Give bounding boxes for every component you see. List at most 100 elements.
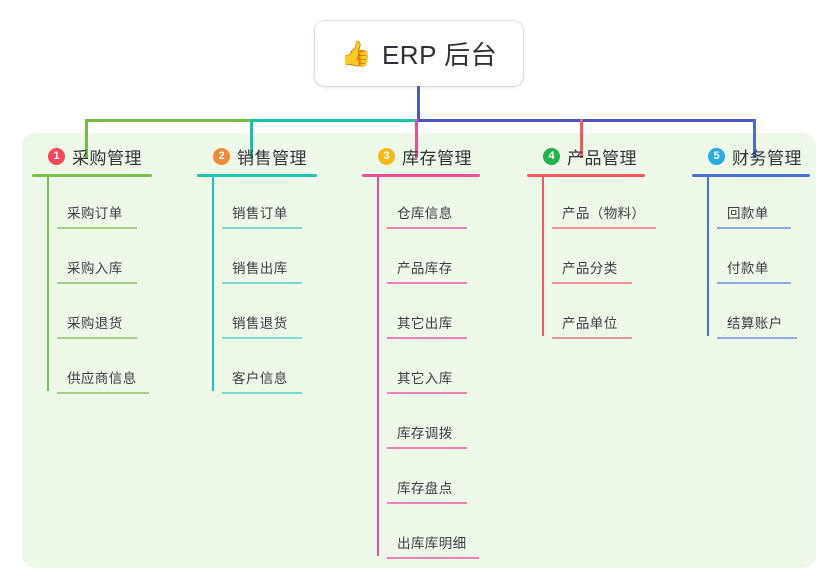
leaf-item[interactable]: 销售出库 <box>222 232 317 287</box>
trunk-segment-teal <box>252 119 418 122</box>
leaf-item[interactable]: 销售订单 <box>222 177 317 232</box>
leaf-label: 销售退货 <box>232 316 288 331</box>
leaf-label: 库存盘点 <box>397 481 453 496</box>
leaf-item[interactable]: 销售退货 <box>222 287 317 342</box>
leaf-label: 其它出库 <box>397 316 453 331</box>
leaf-item[interactable]: 采购入库 <box>57 232 152 287</box>
leaf-underline <box>717 282 791 284</box>
leaf-label: 付款单 <box>727 261 769 276</box>
leaf-label: 产品库存 <box>397 261 453 276</box>
leaf-label: 库存调拨 <box>397 426 453 441</box>
leaf-underline <box>387 282 467 284</box>
leaf-underline <box>387 447 467 449</box>
leaf-item[interactable]: 产品单位 <box>552 287 645 342</box>
leaf-label: 回款单 <box>727 206 769 221</box>
branch-underline <box>527 174 645 177</box>
branch-badge-4: 4 <box>543 147 560 165</box>
leaf-label: 产品单位 <box>562 316 618 331</box>
branch-label: 采购管理 <box>72 148 142 168</box>
leaf-underline <box>387 502 467 504</box>
branch-leaf-list: 回款单付款单结算账户 <box>692 177 810 342</box>
branch-leaf-list: 产品（物料） 产品分类产品单位 <box>527 177 656 342</box>
branch-header-4[interactable]: 4 产品管理 <box>527 144 645 168</box>
branch-leaf-list: 仓库信息产品库存其它出库其它入库库存调拨库存盘点出库库明细 <box>362 177 480 562</box>
leaf-label: 采购入库 <box>67 261 123 276</box>
trunk-segment-indigo <box>417 119 756 122</box>
branch-column-1[interactable]: 1 采购管理采购订单采购入库采购退货供应商信息 <box>32 144 152 397</box>
branch-badge-5: 5 <box>708 147 725 165</box>
leaf-label: 采购订单 <box>67 206 123 221</box>
drop-branch-4 <box>580 119 583 158</box>
leaf-underline <box>387 227 467 229</box>
leaf-item[interactable]: 其它入库 <box>387 342 480 397</box>
leaf-underline <box>222 392 302 394</box>
leaf-item[interactable]: 产品分类 <box>552 232 645 287</box>
branch-label: 销售管理 <box>237 148 307 168</box>
leaf-item[interactable]: 供应商信息 <box>57 342 152 397</box>
leaf-item[interactable]: 产品库存 <box>387 232 480 287</box>
branch-underline <box>197 174 317 177</box>
leaf-item[interactable]: 采购订单 <box>57 177 152 232</box>
branches-panel <box>22 133 816 568</box>
leaf-item[interactable]: 结算账户 <box>717 287 810 342</box>
branch-underline <box>362 174 480 177</box>
leaf-label: 供应商信息 <box>67 371 137 386</box>
root-node[interactable]: 👍 ERP 后台 <box>315 21 523 86</box>
leaf-label: 产品分类 <box>562 261 618 276</box>
leaf-label: 销售订单 <box>232 206 288 221</box>
branch-column-4[interactable]: 4 产品管理产品（物料） 产品分类产品单位 <box>527 144 656 342</box>
leaf-item[interactable]: 回款单 <box>717 177 810 232</box>
leaf-underline <box>222 282 302 284</box>
leaf-underline <box>57 227 137 229</box>
leaf-item[interactable]: 产品（物料） <box>552 177 656 232</box>
drop-branch-5 <box>753 119 756 158</box>
leaf-item[interactable]: 客户信息 <box>222 342 317 397</box>
leaf-underline <box>222 227 302 229</box>
leaf-label: 产品（物料） <box>562 206 646 221</box>
leaf-item[interactable]: 付款单 <box>717 232 810 287</box>
leaf-item[interactable]: 采购退货 <box>57 287 152 342</box>
root-stem <box>417 86 420 121</box>
drop-branch-2 <box>250 119 253 158</box>
leaf-underline <box>57 392 149 394</box>
leaf-label: 仓库信息 <box>397 206 453 221</box>
leaf-underline <box>57 337 137 339</box>
leaf-underline <box>717 227 791 229</box>
leaf-underline <box>387 337 467 339</box>
drop-branch-1 <box>85 119 88 158</box>
leaf-label: 其它入库 <box>397 371 453 386</box>
leaf-underline <box>552 227 656 229</box>
leaf-label: 出库库明细 <box>397 536 467 551</box>
branch-badge-1: 1 <box>48 147 65 165</box>
drop-branch-3 <box>415 119 418 158</box>
leaf-label: 采购退货 <box>67 316 123 331</box>
root-title: ERP 后台 <box>381 40 498 70</box>
leaf-underline <box>387 392 467 394</box>
branch-underline <box>692 174 810 177</box>
leaf-underline <box>57 282 137 284</box>
branch-header-1[interactable]: 1 采购管理 <box>32 144 152 168</box>
leaf-underline <box>552 282 632 284</box>
leaf-underline <box>717 337 797 339</box>
leaf-underline <box>222 337 302 339</box>
leaf-item[interactable]: 其它出库 <box>387 287 480 342</box>
leaf-label: 结算账户 <box>727 316 783 331</box>
leaf-item[interactable]: 库存调拨 <box>387 397 480 452</box>
branch-label: 产品管理 <box>567 148 637 168</box>
branch-spine <box>707 177 709 336</box>
leaf-item[interactable]: 仓库信息 <box>387 177 480 232</box>
branch-underline <box>32 174 152 177</box>
leaf-item[interactable]: 出库库明细 <box>387 507 480 562</box>
leaf-label: 销售出库 <box>232 261 288 276</box>
branch-spine <box>377 177 379 556</box>
leaf-item[interactable]: 库存盘点 <box>387 452 480 507</box>
branch-badge-3: 3 <box>378 147 395 165</box>
branch-leaf-list: 采购订单采购入库采购退货供应商信息 <box>32 177 152 397</box>
